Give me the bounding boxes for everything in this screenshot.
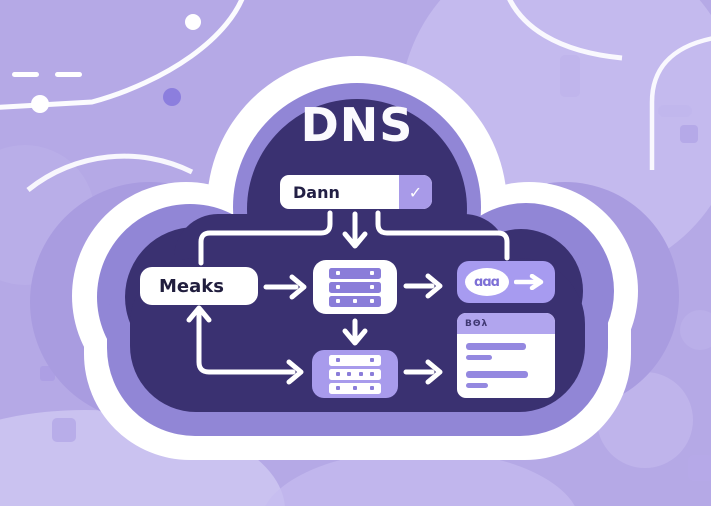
bg-circuit-dot [31,95,49,113]
authoritative-server-node [312,350,398,398]
server-rack-icon [329,281,381,293]
server-rack-icon [329,382,381,394]
bg-blob [265,450,575,506]
server-rack-icon [329,295,381,307]
bg-purple-dot [163,88,181,106]
arrow-right-icon [286,359,304,385]
dns-response-card: ΒΘλ [457,313,555,398]
text-line [466,383,488,388]
response-card-body [457,334,555,388]
arrow-query-to-resolver [342,211,368,249]
response-card-header: ΒΘλ [457,313,555,334]
connector-query-to-record-pill [375,210,510,261]
arrow-client-to-resolver [263,274,307,300]
server-rack-icon [329,354,381,366]
arrow-right-icon [425,273,443,299]
text-line [466,355,492,360]
server-rack-icon [329,368,381,380]
checkmark-icon: ✓ [408,182,423,202]
bg-circuit-dot [185,14,201,30]
resolver-server-node [313,260,397,314]
arrow-up-icon [186,305,212,323]
bg-circuit-line [26,153,194,192]
arrow-down-icon [342,231,368,249]
response-card-title: ΒΘλ [465,318,489,329]
record-oval: ɑɑɑ [464,268,509,296]
client-node-label: Meaks [159,275,224,297]
text-line [466,343,526,350]
arrow-down-icon [342,328,368,346]
bg-circuit-line [0,0,245,110]
arrow-right-icon [425,359,443,385]
client-node: Meaks [140,267,258,305]
arrow-resolver-to-record [403,273,443,299]
connector-query-to-client [198,210,333,266]
arrow-authoritative-to-card [403,359,443,385]
dns-title: DNS [300,98,414,152]
submit-query-button[interactable]: ✓ [399,175,432,209]
bg-square [560,55,580,97]
bg-circuit-line [649,36,711,170]
bg-circuit-line [507,0,623,61]
record-oval-label: ɑɑɑ [474,274,500,290]
bg-dash [55,72,82,77]
arrow-resolver-to-authoritative [342,318,368,346]
bg-square [52,418,76,442]
flow-connectors [186,210,510,385]
dns-record-node: ɑɑɑ [457,261,555,303]
bg-dash [12,72,39,77]
bg-blob [680,310,711,350]
bg-square [658,105,692,117]
bg-square [688,455,711,481]
domain-query-value: Dann [293,182,340,202]
connector-authoritative-to-client [186,305,304,385]
domain-query-input[interactable]: Dann ✓ [280,175,432,209]
server-rack-icon [329,267,381,279]
right-arrow-icon [513,274,543,290]
bg-square [680,125,698,143]
text-line [466,371,528,378]
arrow-right-icon [289,274,307,300]
